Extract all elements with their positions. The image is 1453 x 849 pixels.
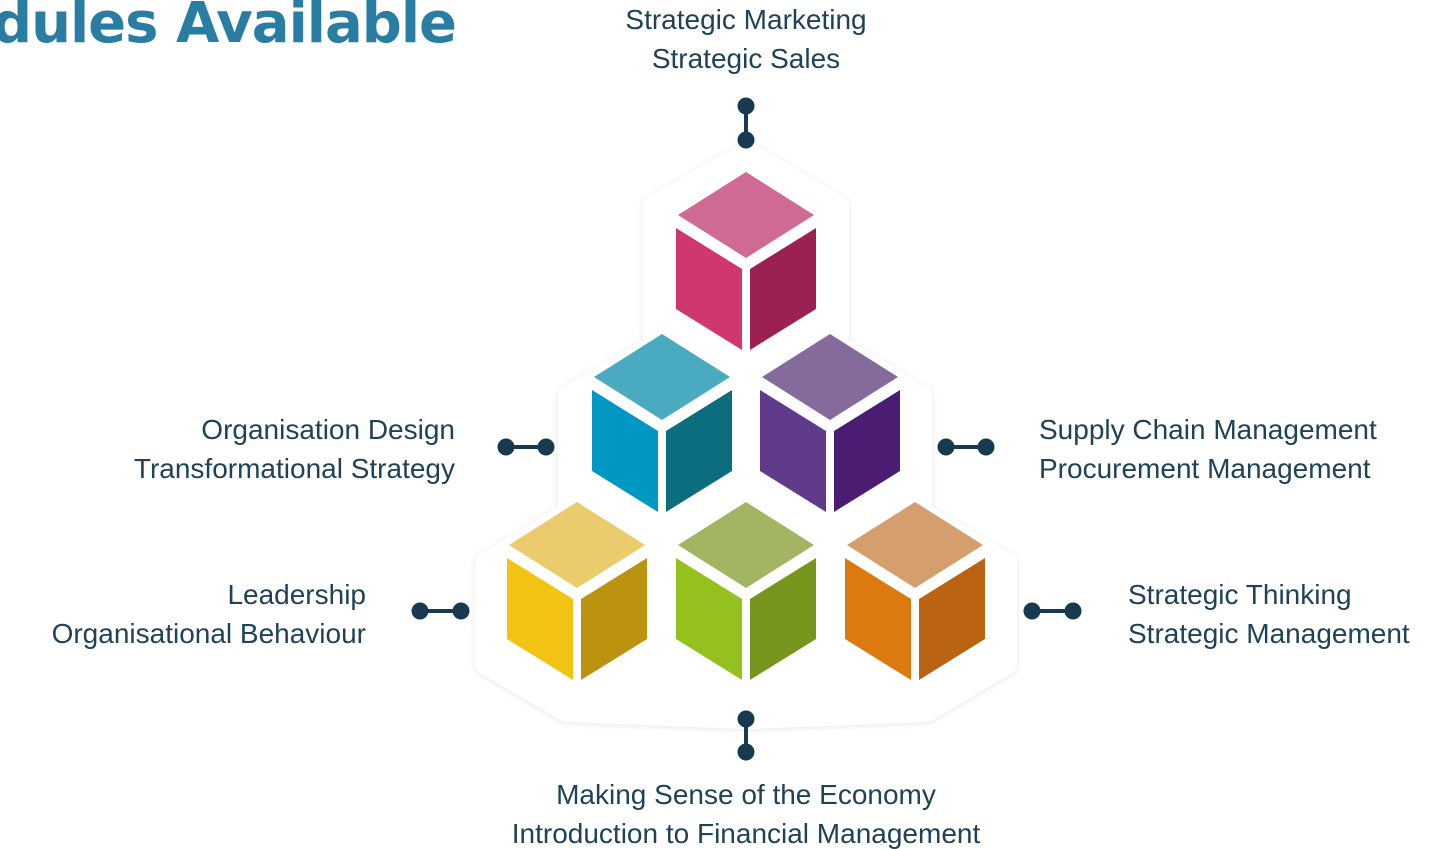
module-name: Strategic Sales: [651, 43, 841, 74]
cube-right-face: [750, 558, 816, 680]
module-name: Organisation Design: [201, 414, 455, 445]
connector-dot: [537, 438, 555, 456]
module-label-mid-right: Supply Chain Management Procurement Mana…: [1039, 410, 1439, 488]
cube-teal: [592, 334, 732, 512]
cube-right-face: [919, 558, 985, 680]
module-name: Strategic Management: [1128, 618, 1410, 649]
connector-dot: [937, 438, 955, 456]
module-name: Making Sense of the Economy: [556, 779, 936, 810]
connector-bottom: [737, 710, 755, 761]
connector-dot: [977, 438, 995, 456]
connector-dot: [737, 97, 755, 115]
connector-mid-left: [497, 438, 555, 456]
cube-left-face: [845, 558, 911, 680]
page-title: dules Available: [0, 0, 457, 56]
connector-dot: [497, 438, 515, 456]
module-name: Strategic Marketing: [625, 4, 867, 35]
cube-left-face: [592, 390, 658, 512]
module-label-bottom: Making Sense of the Economy Introduction…: [446, 775, 1046, 849]
module-name: Supply Chain Management: [1039, 414, 1377, 445]
module-label-low-left: Leadership Organisational Behaviour: [0, 575, 366, 653]
cube-purple: [760, 334, 900, 512]
module-label-mid-left: Organisation Design Transformational Str…: [55, 410, 455, 488]
connector-mid-right: [937, 438, 995, 456]
cube-left-face: [676, 558, 742, 680]
module-name: Organisational Behaviour: [51, 618, 366, 649]
cube-left-face: [507, 558, 573, 680]
connector-dot: [1064, 602, 1082, 620]
cube-left-face: [676, 228, 742, 350]
cube-top-face: [678, 502, 814, 588]
connector-dot: [411, 602, 429, 620]
cube-green: [676, 502, 816, 680]
connector-low-left: [411, 602, 470, 620]
cube-right-face: [750, 228, 816, 350]
cube-top-face: [509, 502, 645, 588]
module-name: Strategic Thinking: [1128, 579, 1352, 610]
connector-dot: [452, 602, 470, 620]
connector-dot: [737, 131, 755, 149]
connector-dot: [737, 710, 755, 728]
cube-right-face: [581, 558, 647, 680]
module-name: Transformational Strategy: [133, 453, 455, 484]
cube-right-face: [834, 390, 900, 512]
cube-orange: [845, 502, 985, 680]
cube-pink: [676, 172, 816, 350]
connector-dot: [737, 743, 755, 761]
cube-right-face: [666, 390, 732, 512]
module-name: Introduction to Financial Management: [511, 818, 981, 849]
cube-top-face: [762, 334, 898, 420]
module-label-low-right: Strategic Thinking Strategic Management: [1128, 575, 1453, 653]
cube-left-face: [760, 390, 826, 512]
cube-yellow: [507, 502, 647, 680]
connector-dot: [1023, 602, 1041, 620]
cube-top-face: [847, 502, 983, 588]
module-name: Procurement Management: [1039, 453, 1371, 484]
connector-low-right: [1023, 602, 1082, 620]
connector-top: [737, 97, 755, 149]
module-name: Leadership: [227, 579, 366, 610]
cube-top-face: [678, 172, 814, 258]
cube-top-face: [594, 334, 730, 420]
module-label-top: Strategic Marketing Strategic Sales: [546, 0, 946, 78]
